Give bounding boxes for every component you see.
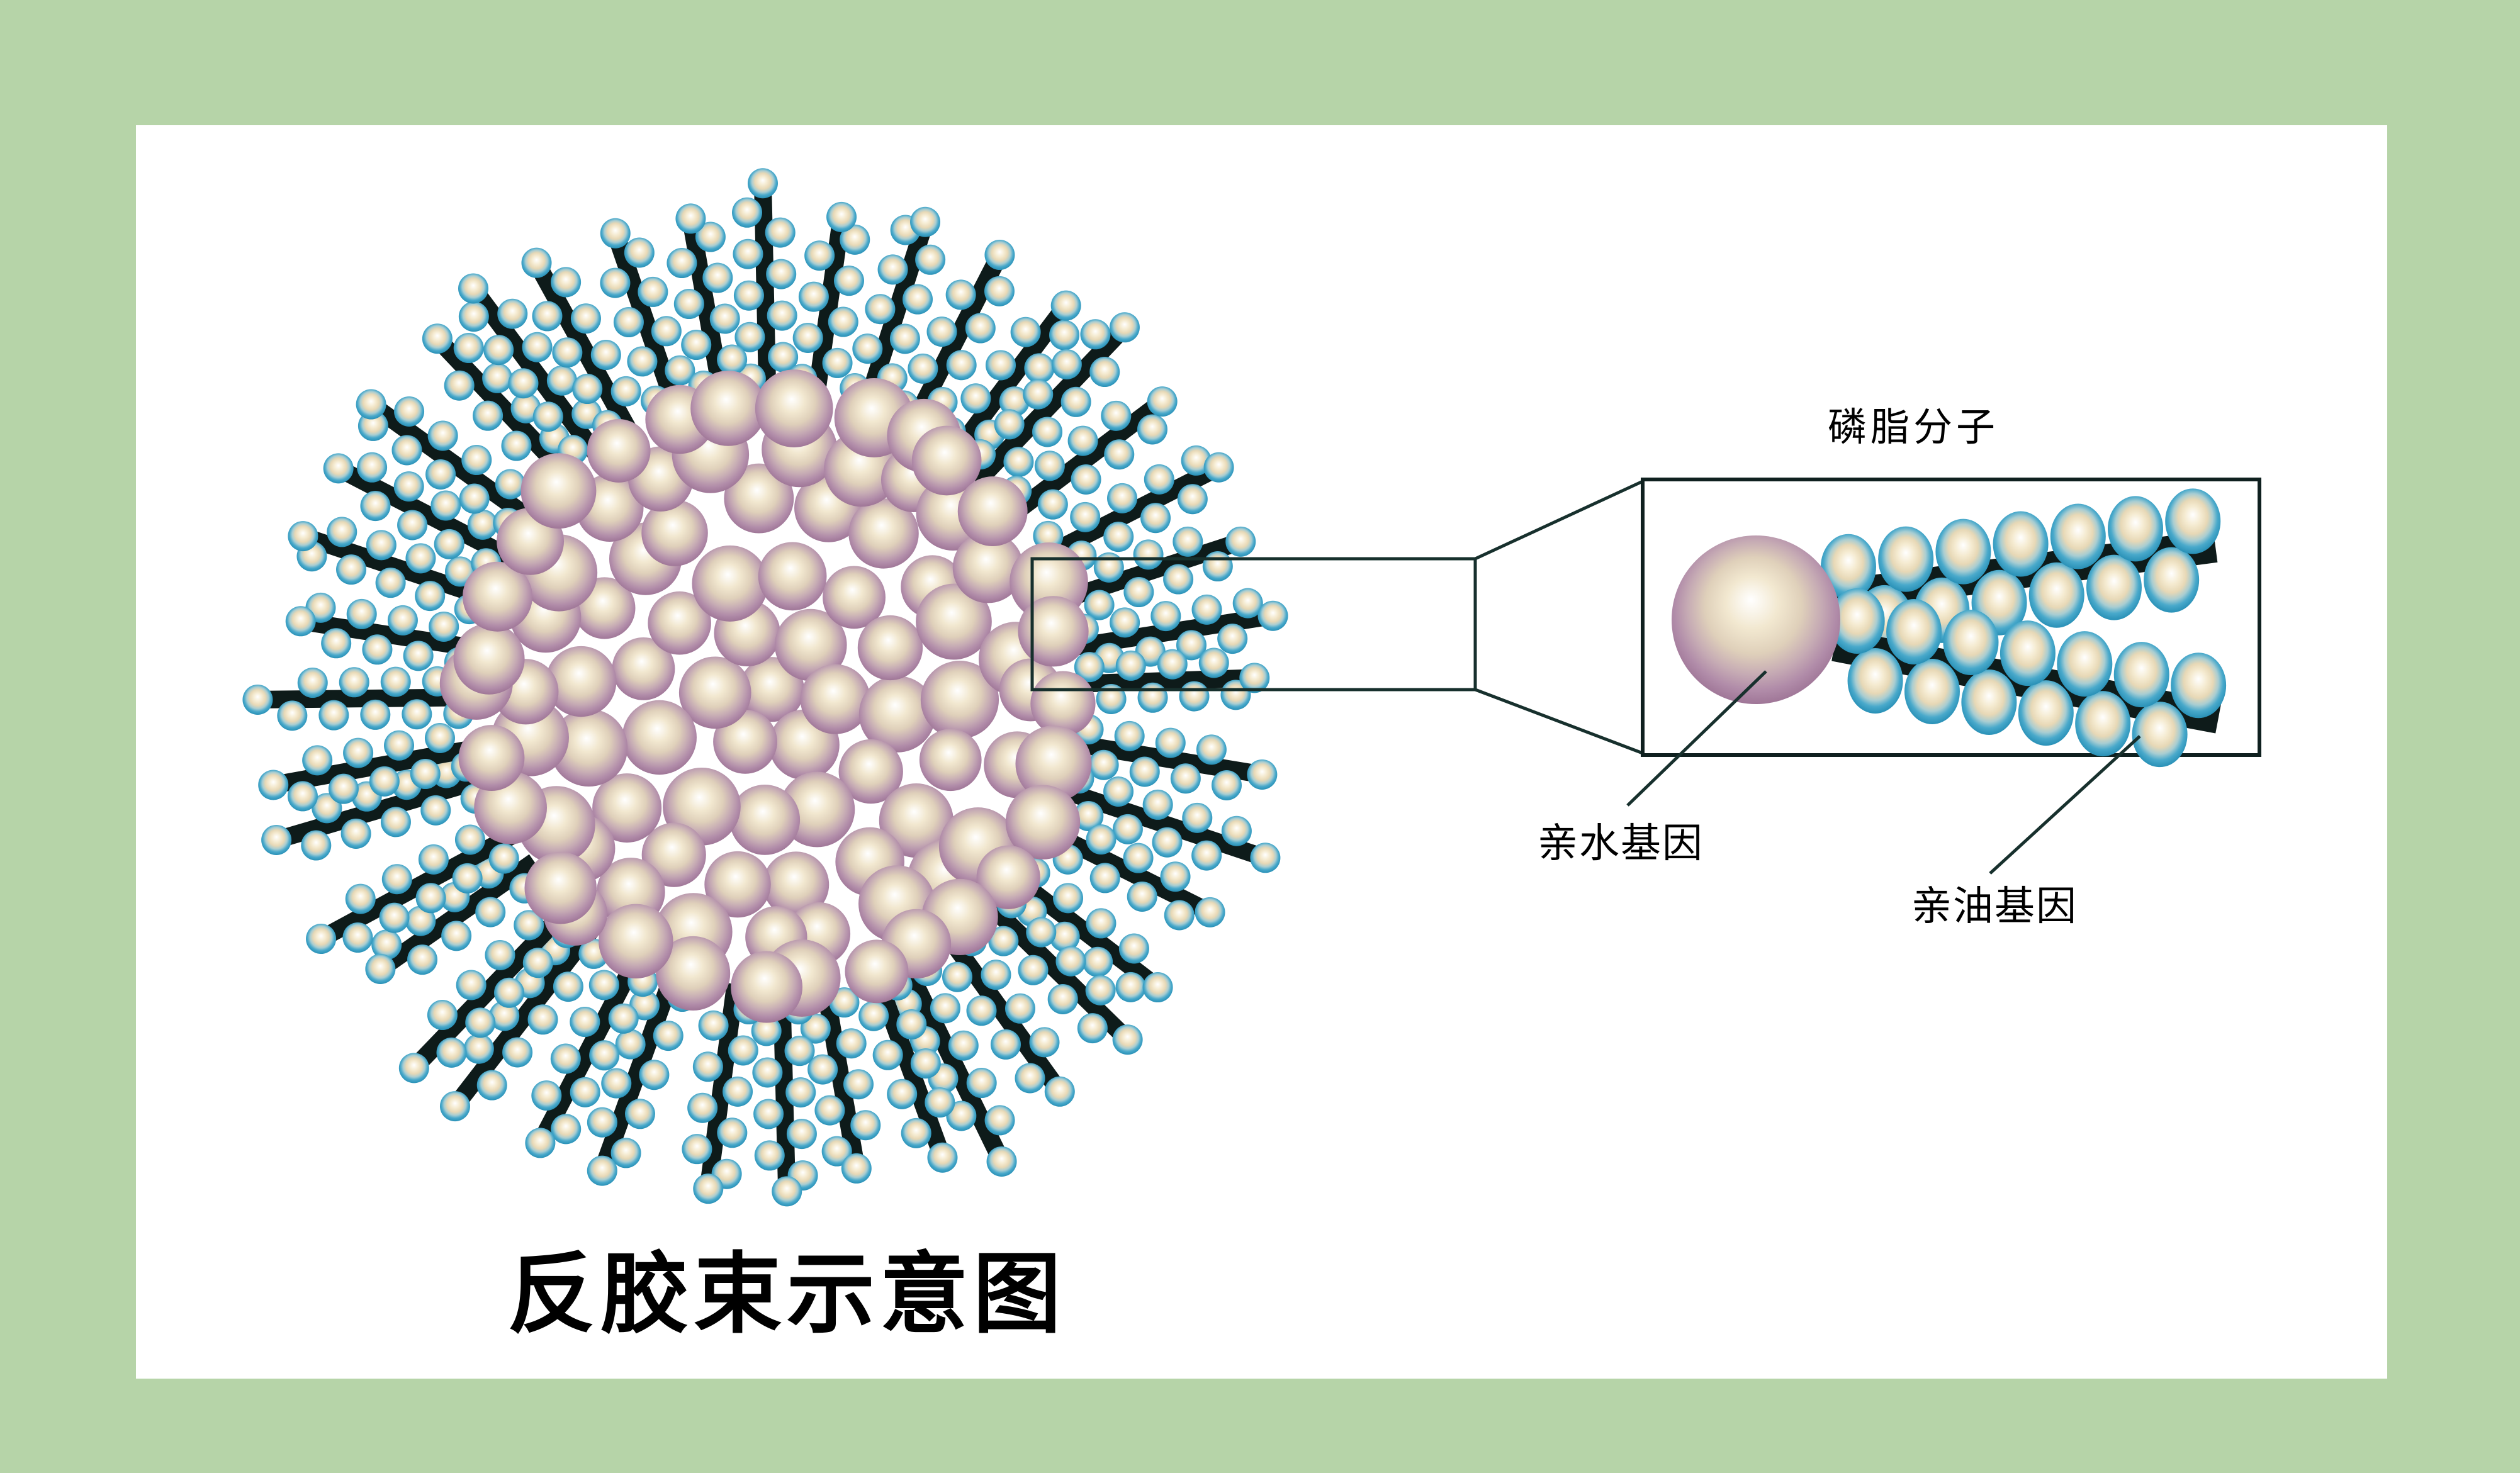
phospholipid-tail-chains xyxy=(1820,488,2227,768)
phospholipid-head-sphere xyxy=(1672,535,1840,704)
leader-line-lipophilic xyxy=(1989,735,2141,875)
leader-line-hydrophilic xyxy=(1626,670,1767,807)
label-lipophilic-tail: 亲油基因 xyxy=(1911,883,2078,929)
callout-line-top xyxy=(1474,479,1644,561)
label-hydrophilic-head: 亲水基因 xyxy=(1538,821,1704,866)
inset-title: 磷脂分子 xyxy=(1828,406,1999,449)
micelle-core-spheres xyxy=(439,369,1096,1023)
main-title: 反胶束示意图 xyxy=(507,1245,1066,1343)
magnified-region-outline xyxy=(1030,557,1477,692)
callout-line-bottom xyxy=(1475,688,1643,755)
